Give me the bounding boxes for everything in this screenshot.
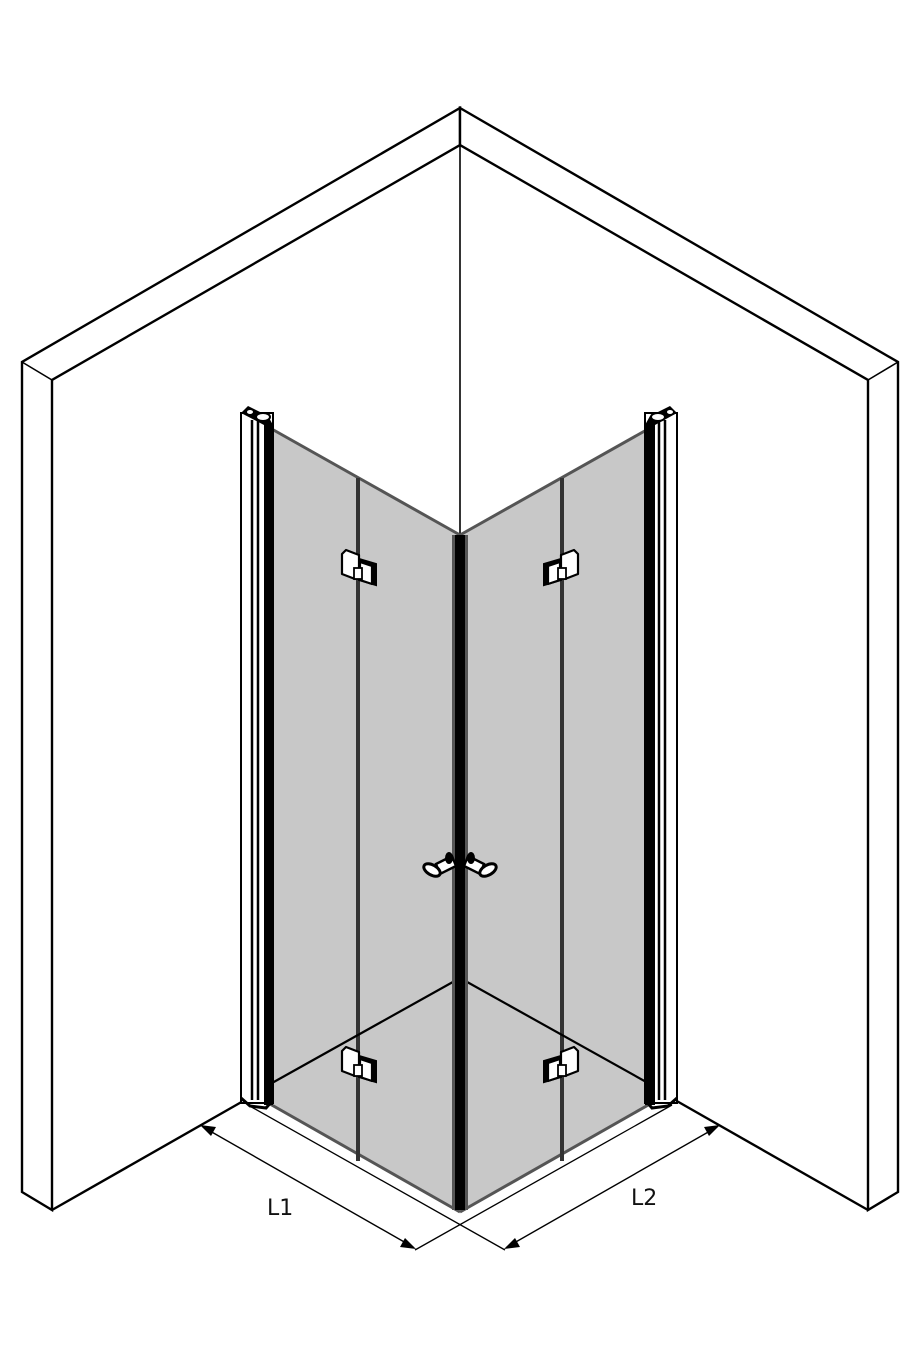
door-left (269, 426, 461, 1214)
hinge-left-upper (340, 548, 377, 587)
door-right (459, 426, 651, 1214)
dimension-label-l2: L2 (631, 1186, 658, 1211)
floor-edge-right (414, 1104, 673, 1251)
hinge-left-lower (340, 1045, 377, 1084)
knob-left (422, 852, 458, 878)
profile-right (643, 406, 678, 1110)
floor-line-left (271, 977, 461, 1084)
center-seal (452, 535, 468, 1210)
dimension-l2 (504, 1125, 720, 1249)
knob-right (462, 852, 498, 878)
hinge-right-upper (543, 548, 580, 587)
dimension-l1 (200, 1125, 416, 1249)
floor-edge-left (247, 1104, 506, 1251)
profile-left (240, 406, 275, 1110)
floor-line-right (459, 977, 649, 1084)
hinge-right-lower (543, 1045, 580, 1084)
dimension-label-l1: L1 (267, 1196, 294, 1221)
